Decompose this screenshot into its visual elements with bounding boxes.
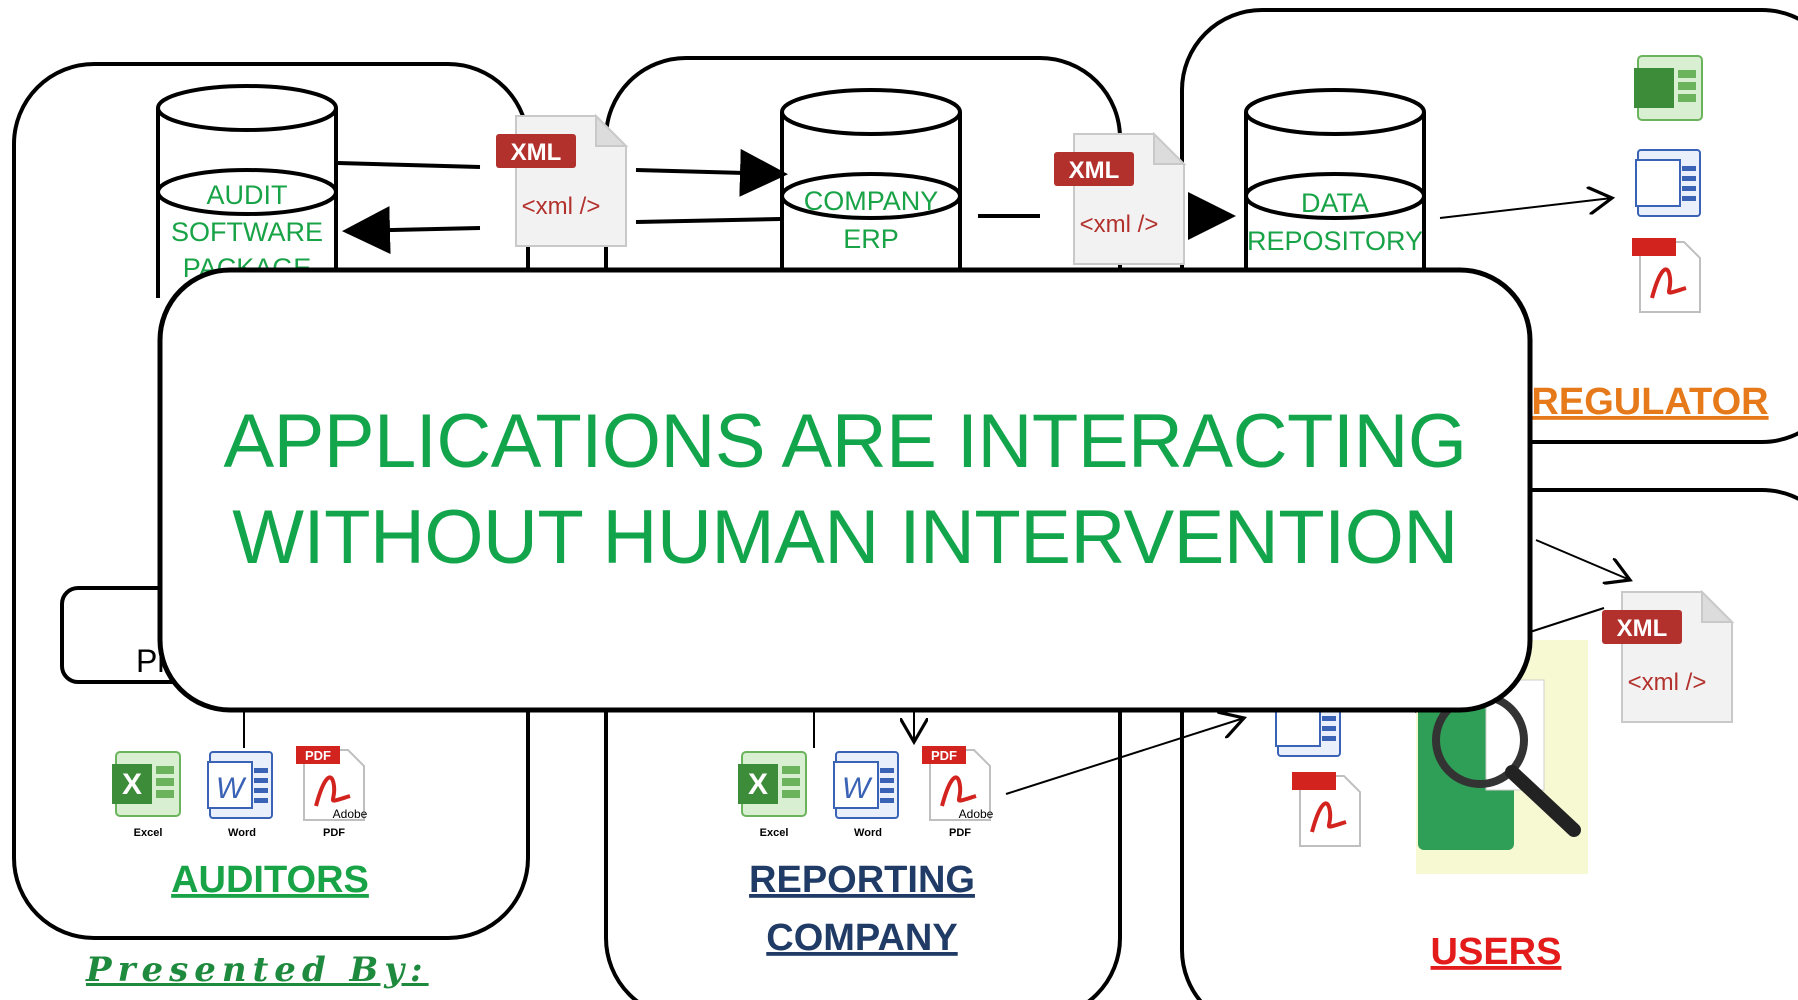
- xml-icon-3: XML <xml />: [1601, 591, 1733, 723]
- xml-to-audit-arrow: [342, 206, 481, 255]
- svg-text:Excel: Excel: [134, 827, 163, 839]
- overlay-box: [157, 267, 1533, 713]
- users-pdf-icon: [1290, 770, 1362, 848]
- company-pdf-icon: PDF Adobe PDF: [920, 744, 994, 839]
- presented-by-text: Presented By:: [86, 950, 429, 990]
- svg-text:Adobe: Adobe: [959, 807, 994, 821]
- excel-icon: X Excel: [111, 751, 181, 839]
- repo-to-regulator-arrow: [1439, 198, 1612, 219]
- svg-text:PDF: PDF: [931, 748, 957, 763]
- regulator-pdf-icon: [1630, 236, 1702, 314]
- regulator-title: REGULATOR: [1531, 381, 1768, 423]
- pdf-icon: PDF Adobe PDF: [294, 744, 368, 839]
- overlay-line-1: APPLICATIONS ARE INTERACTING: [223, 399, 1467, 484]
- erp-to-xml-line: [635, 217, 781, 224]
- svg-text:XML: XML: [1617, 615, 1668, 642]
- users-title: USERS: [1431, 931, 1562, 973]
- svg-text:W: W: [842, 772, 873, 805]
- auditors-title: AUDITORS: [171, 859, 369, 901]
- xml-to-erp-arrow: [635, 148, 788, 197]
- company-to-users-arrow: [1005, 718, 1244, 795]
- users-xml-arrow: [1535, 539, 1630, 580]
- xml-icon-2: XML <xml />: [1053, 133, 1185, 265]
- xml-icon-1: XML <xml />: [495, 115, 627, 247]
- overlay-message: APPLICATIONS ARE INTERACTING WITHOUT HUM…: [160, 270, 1530, 710]
- repo-db-label-2: REPOSITORY: [1247, 226, 1423, 256]
- svg-text:XML: XML: [1069, 157, 1120, 184]
- reporting-company-title-2: COMPANY: [766, 917, 957, 959]
- svg-text:PDF: PDF: [949, 827, 971, 839]
- erp-db-label-2: ERP: [843, 224, 899, 254]
- reporting-company-title-1: REPORTING: [749, 859, 975, 901]
- overlay-line-2: WITHOUT HUMAN INTERVENTION: [232, 495, 1458, 580]
- svg-text:XML: XML: [511, 139, 562, 166]
- svg-text:<xml />: <xml />: [522, 193, 601, 220]
- users-xml-line: [1529, 607, 1605, 633]
- svg-text:Word: Word: [854, 827, 882, 839]
- erp-db-label-1: COMPANY: [804, 186, 939, 216]
- svg-text:W: W: [216, 772, 247, 805]
- svg-text:X: X: [122, 768, 142, 801]
- audit-database: AUDIT SOFTWARE PACKAGE: [156, 84, 338, 298]
- svg-text:Adobe: Adobe: [333, 807, 368, 821]
- audit-to-xml-line: [337, 161, 481, 169]
- company-excel-icon: X Excel: [737, 751, 807, 839]
- repo-db-label-1: DATA: [1301, 188, 1369, 218]
- svg-text:PDF: PDF: [323, 827, 345, 839]
- regulator-word-icon: [1635, 149, 1701, 217]
- svg-text:Excel: Excel: [760, 827, 789, 839]
- svg-text:X: X: [748, 768, 768, 801]
- svg-text:<xml />: <xml />: [1628, 669, 1707, 696]
- word-icon: W Word: [207, 751, 273, 839]
- svg-text:PDF: PDF: [305, 748, 331, 763]
- audit-db-label-1: AUDIT: [207, 180, 288, 210]
- audit-db-label-2: SOFTWARE: [171, 217, 323, 247]
- company-word-icon: W Word: [833, 751, 899, 839]
- svg-text:<xml />: <xml />: [1080, 211, 1159, 238]
- svg-text:Word: Word: [228, 827, 256, 839]
- regulator-excel-icon: [1633, 55, 1703, 121]
